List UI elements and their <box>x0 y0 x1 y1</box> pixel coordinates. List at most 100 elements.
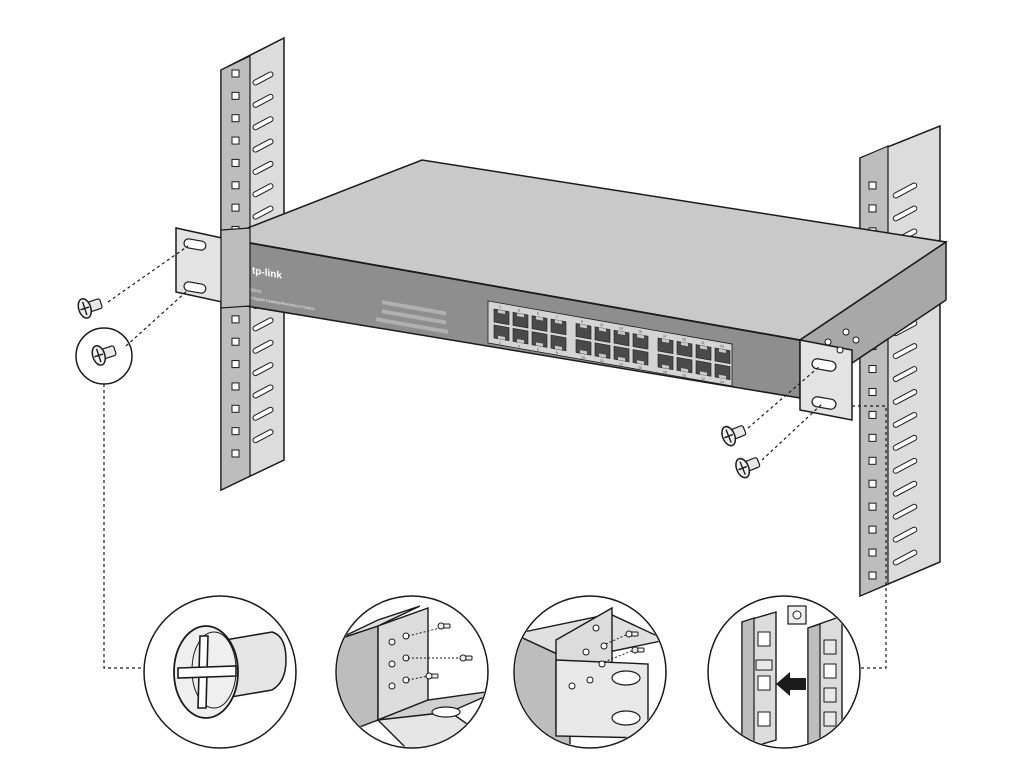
rail-slot <box>892 389 918 405</box>
rail-square-hole <box>231 158 240 167</box>
rail-slot <box>252 160 274 175</box>
rail-square-hole <box>231 449 240 458</box>
ethernet-port <box>594 342 611 359</box>
screw-icon <box>75 292 105 321</box>
ethernet-ports-bottom-row <box>493 324 731 381</box>
rail-slot <box>252 116 274 131</box>
rail-square-hole <box>868 571 877 580</box>
ethernet-port <box>575 323 592 340</box>
ethernet-ports-top-row <box>493 308 731 365</box>
rail-square-hole <box>868 479 877 488</box>
rail-slot <box>252 339 274 354</box>
brand-label: tp-link <box>252 265 282 281</box>
rail-square-hole <box>868 433 877 442</box>
rail-slot <box>252 384 274 399</box>
port-number: 17 <box>663 334 667 339</box>
rail-slot <box>892 526 918 543</box>
insert-arrow-icon <box>776 672 806 696</box>
ethernet-port <box>714 363 731 381</box>
rail-square-hole <box>231 427 240 436</box>
rail-square-hole <box>868 525 877 534</box>
detail-circle-right-bracket-attachment <box>513 595 667 749</box>
rail-slot <box>892 343 918 360</box>
rail-slot <box>892 411 918 428</box>
rail-slot <box>252 138 274 153</box>
blurred-label-line <box>382 309 446 325</box>
rail-square-hole <box>868 410 877 419</box>
port-number: 18 <box>663 370 667 375</box>
blurred-label-line <box>376 317 448 334</box>
right-bracket-slot-bottom <box>811 396 837 410</box>
alignment-guide-lines <box>103 245 887 669</box>
rail-square-hole <box>231 203 240 212</box>
ethernet-port <box>632 349 649 366</box>
screw-icon <box>718 419 749 449</box>
port-number: 6 <box>537 348 539 352</box>
port-number: 1 <box>499 305 501 309</box>
rail-slot <box>892 457 918 474</box>
rail-slot <box>252 406 274 421</box>
port-number: 14 <box>619 362 623 367</box>
ethernet-port <box>512 312 529 329</box>
port-number: 16 <box>638 365 642 370</box>
rail-slot <box>892 549 918 566</box>
rail-slot <box>252 429 274 444</box>
port-number: 13 <box>619 326 623 331</box>
port-number: 8 <box>556 351 558 355</box>
ethernet-port <box>493 324 510 342</box>
port-number: 19 <box>682 337 686 342</box>
ethernet-port <box>550 318 567 336</box>
port-number: 9 <box>581 319 583 323</box>
port-numbers-top: 1 3 5 7 9 11 13 15 17 19 21 23 <box>499 305 724 349</box>
screw-icon <box>732 451 763 481</box>
port-number: 4 <box>518 344 520 348</box>
rail-slot <box>892 182 918 199</box>
rail-square-hole <box>868 181 877 190</box>
ethernet-port <box>695 344 712 361</box>
ethernet-port <box>531 331 548 348</box>
rail-slot <box>892 480 918 497</box>
rail-slot <box>892 434 918 451</box>
rail-square-hole <box>231 382 240 391</box>
detail-circle-cage-nut-installation <box>707 595 861 749</box>
blurred-label-line <box>382 300 446 316</box>
ethernet-port <box>676 356 693 374</box>
rail-square-hole <box>231 91 240 100</box>
rail-slot <box>252 183 274 198</box>
rail-square-hole <box>868 387 877 396</box>
detail-circle-left-bracket-attachment <box>335 595 489 749</box>
port-number: 10 <box>581 355 585 360</box>
rail-square-hole <box>231 315 240 324</box>
rail-square-hole <box>231 136 240 145</box>
detail-circle-screw-closeup <box>143 595 297 749</box>
port-number: 22 <box>701 377 705 382</box>
rail-square-hole <box>231 337 240 346</box>
rail-square-hole <box>868 502 877 511</box>
rail-square-hole <box>231 404 240 413</box>
rail-square-hole <box>231 360 240 369</box>
port-number: 24 <box>720 380 724 385</box>
left-bracket-slot-bottom <box>183 281 207 294</box>
rail-square-hole <box>868 365 877 374</box>
port-number: 20 <box>682 373 686 378</box>
network-switch: tp-link TL-SG1024D 24-Port Gigabit Deskt… <box>175 159 949 421</box>
port-number: 2 <box>499 341 501 345</box>
rail-slot <box>252 317 274 332</box>
port-number: 5 <box>537 312 539 316</box>
rail-slot <box>252 205 274 220</box>
rail-slot <box>892 205 918 222</box>
port-number: 23 <box>720 344 724 349</box>
port-number: 21 <box>701 341 705 346</box>
ethernet-port <box>657 337 674 354</box>
right-rack-rail <box>859 124 941 598</box>
port-number: 12 <box>600 359 604 364</box>
rail-slot <box>892 366 918 382</box>
rail-slot <box>252 362 274 377</box>
port-numbers-bottom: 2 4 6 8 10 12 14 16 18 20 22 24 <box>499 341 724 385</box>
port-number: 3 <box>518 308 520 312</box>
rail-square-hole <box>868 548 877 557</box>
rail-square-hole <box>868 456 877 465</box>
rail-square-hole <box>231 69 240 78</box>
port-number: 7 <box>556 315 558 319</box>
